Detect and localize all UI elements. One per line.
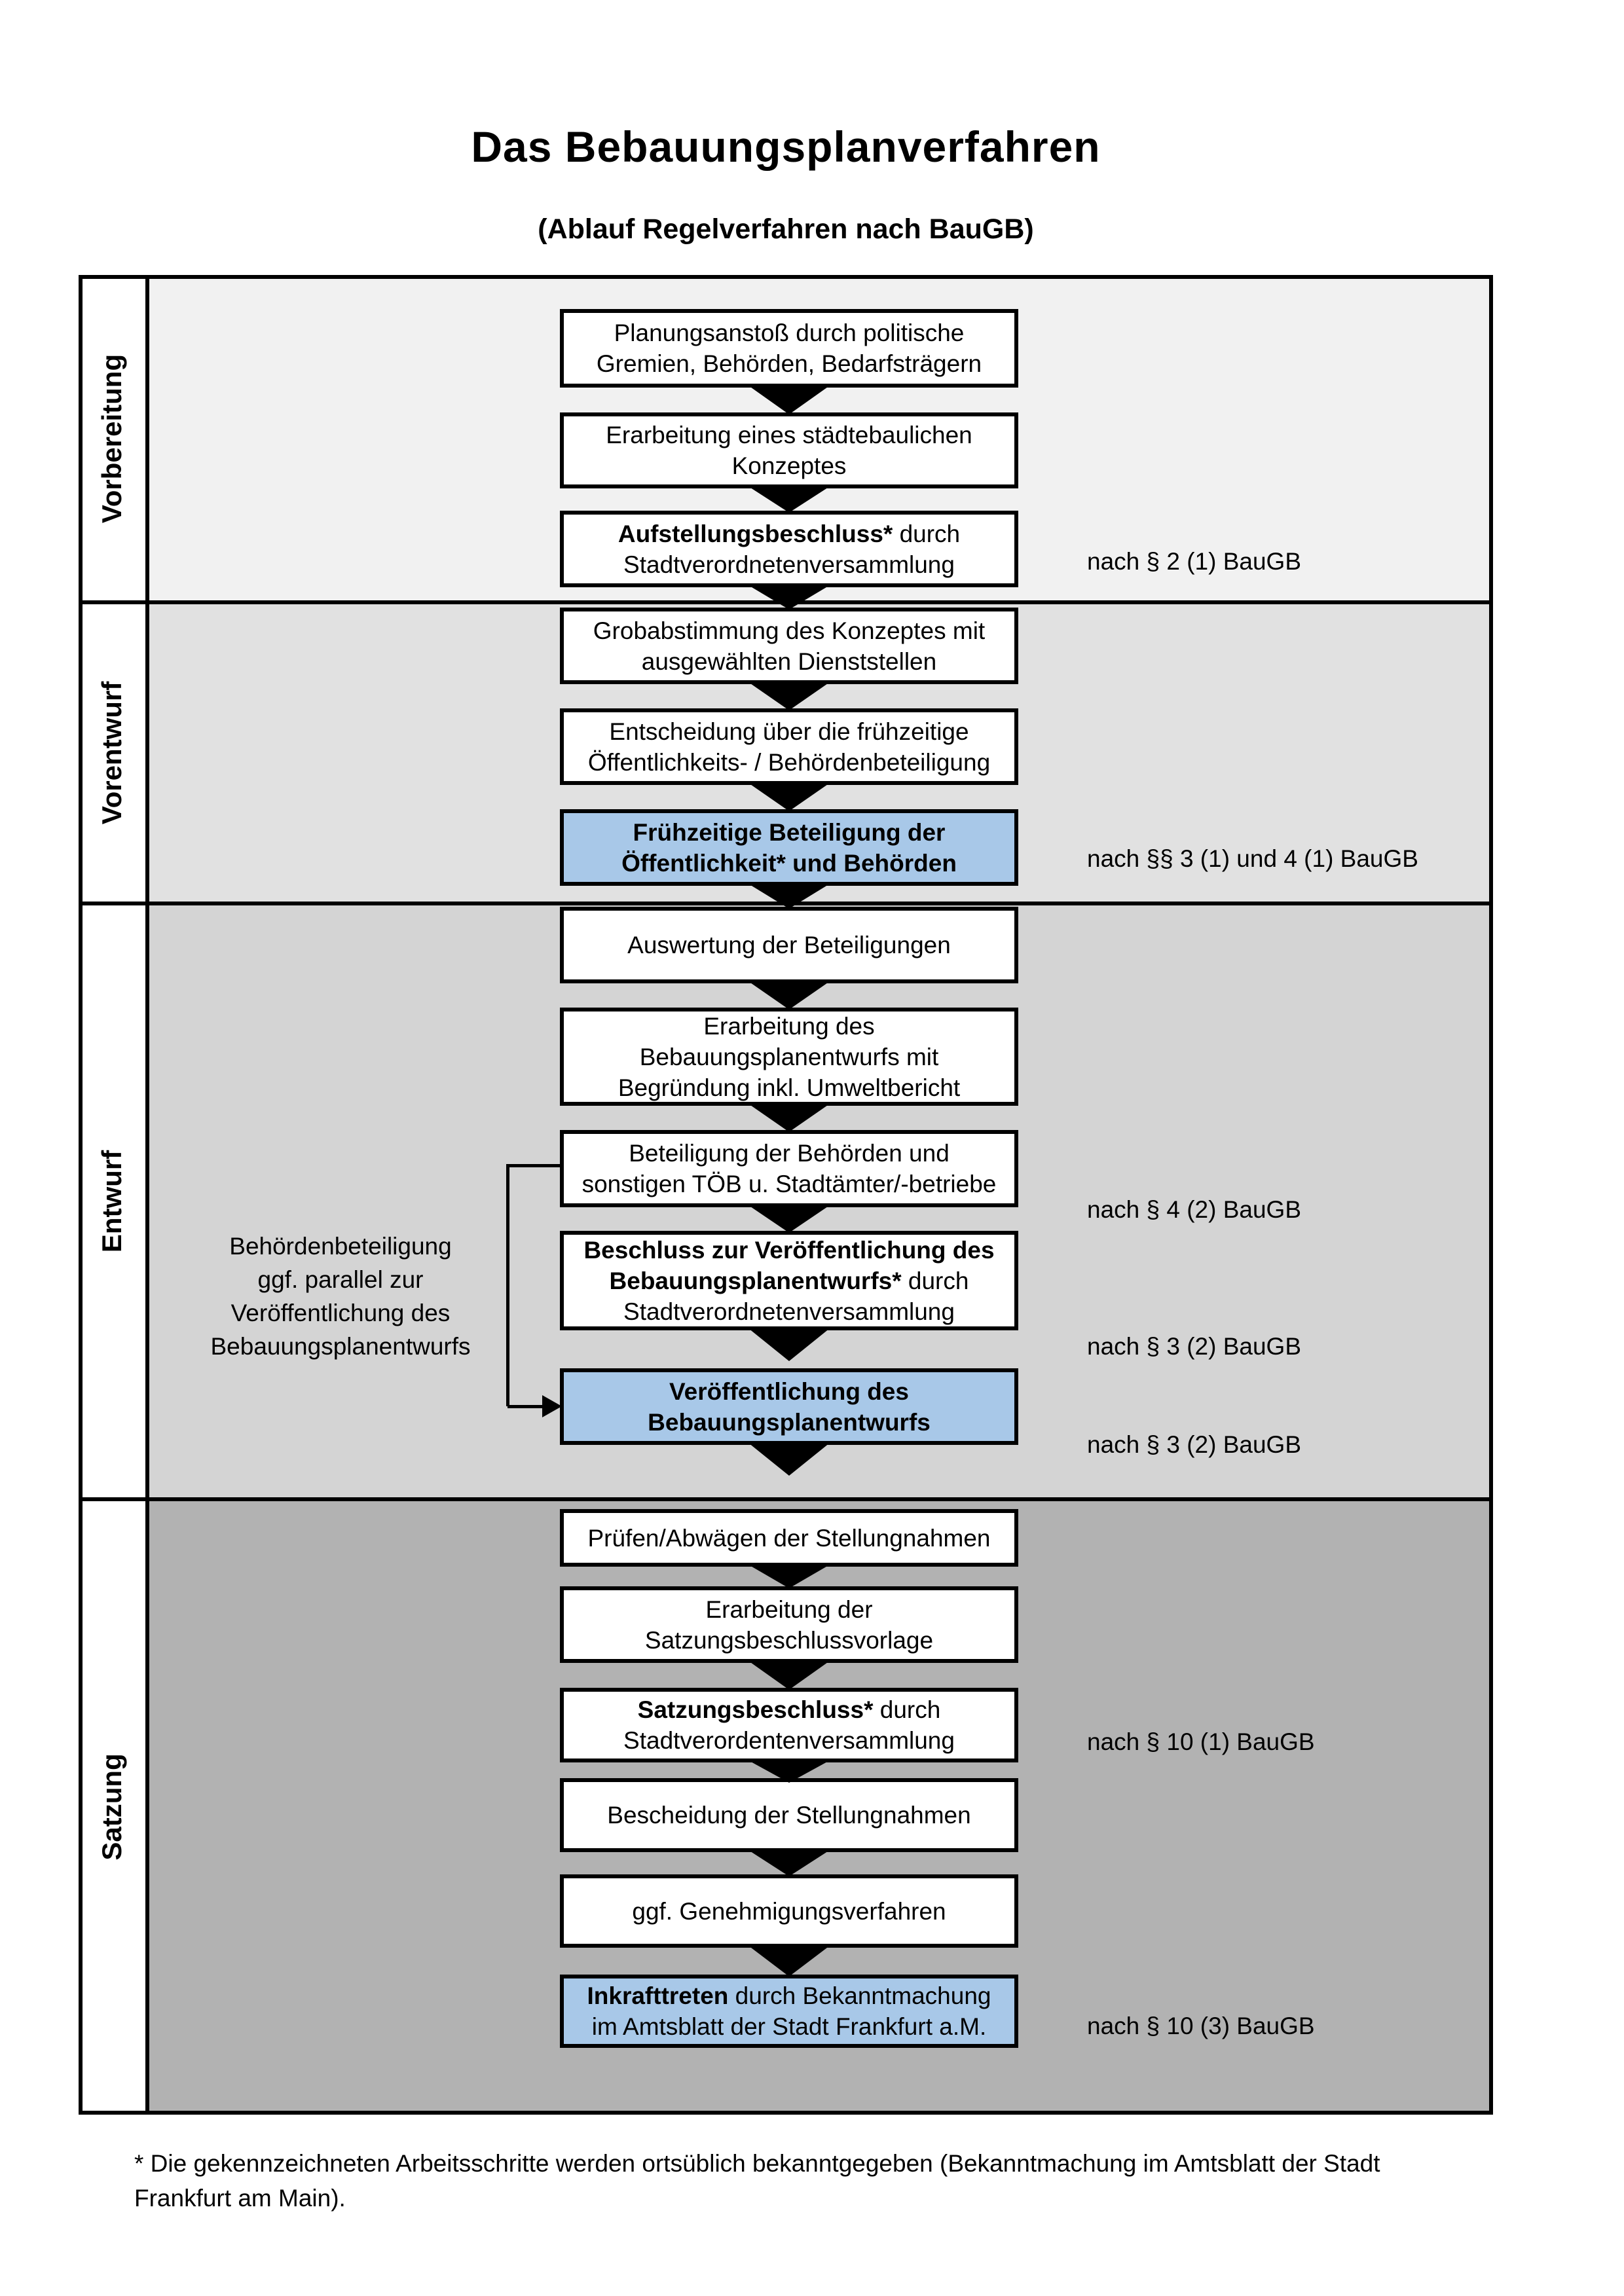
flow-box-line: Veröffentlichung des — [669, 1377, 909, 1405]
flow-box-line: Stadtverordentenversammlung — [623, 1727, 955, 1754]
stage-label-satzung: Satzung — [96, 1753, 127, 1861]
flow-box: Bescheidung der Stellungnahmen — [560, 1778, 1018, 1852]
side-note-line: Behördenbeteiligung — [229, 1233, 452, 1260]
flow-box-line: Bebauungsplanentwurfs* durch — [609, 1267, 969, 1294]
bracket-arrowhead-icon — [542, 1395, 562, 1417]
bracket-line-top — [507, 1164, 560, 1167]
flow-box-line: ausgewählten Dienststellen — [641, 647, 937, 675]
flow-box-line: Öffentlichkeit* und Behörden — [621, 849, 957, 877]
flow-box-line: Konzeptes — [731, 452, 847, 479]
legal-ref: nach § 10 (3) BauGB — [1087, 2013, 1315, 2039]
side-note-line: Bebauungsplanentwurfs — [210, 1333, 471, 1360]
flow-box-line: Auswertung der Beteiligungen — [627, 932, 951, 958]
flow-box-line: ggf. Genehmigungsverfahren — [632, 1897, 946, 1925]
flow-box-line: Aufstellungsbeschluss* durch — [618, 520, 961, 547]
flow-box-line: Gremien, Behörden, Bedarfsträgern — [596, 350, 982, 377]
diagram-frame — [79, 275, 1493, 2115]
flow-box-line: Bebauungsplanentwurfs — [648, 1408, 931, 1436]
flow-box: Grobabstimmung des Konzeptes mit ausgewäh… — [560, 608, 1018, 684]
down-arrow-icon — [748, 1205, 830, 1233]
legal-ref: nach § 3 (2) BauGB — [1087, 1333, 1302, 1360]
down-arrow-icon — [748, 1565, 830, 1588]
legal-ref: nach § 10 (1) BauGB — [1087, 1728, 1315, 1755]
stage-label-vorbereitung: Vorbereitung — [96, 354, 127, 524]
flow-box-line: Inkrafttreten durch Bekanntmachung — [587, 1982, 991, 2009]
down-arrow-icon — [748, 682, 830, 710]
flow-box-line: Bebauungsplanentwurfs mit — [639, 1043, 939, 1070]
page-title: Das Bebauungsplanverfahren — [471, 122, 1101, 171]
flow-box-line: Prüfen/Abwägen der Stellungnahmen — [587, 1524, 991, 1552]
down-arrow-icon — [748, 386, 830, 414]
down-arrow-icon — [748, 1661, 830, 1690]
bracket-line-vertical — [506, 1164, 509, 1406]
flow-box-line: Öffentlichkeits- / Behördenbeteiligung — [587, 748, 991, 776]
down-arrow-icon — [748, 1760, 830, 1783]
footnote-line: Frankfurt am Main). — [134, 2185, 346, 2212]
legal-ref: nach § 3 (2) BauGB — [1087, 1431, 1302, 1458]
flow-box-line: Erarbeitung des — [703, 1012, 875, 1040]
down-arrow-icon — [748, 1443, 830, 1476]
down-arrow-icon — [748, 981, 830, 1010]
flow-box-line: Beschluss zur Veröffentlichung des — [583, 1236, 995, 1264]
down-arrow-icon — [748, 486, 830, 513]
down-arrow-icon — [748, 1946, 830, 1977]
flow-box-line: im Amtsblatt der Stadt Frankfurt a.M. — [591, 2013, 987, 2040]
flow-box-line: Erarbeitung der — [705, 1595, 873, 1623]
stage-label-vorentwurf: Vorentwurf — [96, 681, 127, 825]
flow-box-line: Begründung inkl. Umweltbericht — [618, 1074, 961, 1101]
footnote: * Die gekennzeichneten Arbeitsschritte w… — [134, 2146, 1555, 2215]
stage-label-entwurf: Entwurf — [96, 1150, 127, 1253]
footnote-line: * Die gekennzeichneten Arbeitsschritte w… — [134, 2150, 1380, 2177]
down-arrow-icon — [748, 783, 830, 811]
flow-box: Beteiligung der Behörden und sonstigen TÖ… — [560, 1130, 1018, 1207]
flow-box-line: Entscheidung über die frühzeitige — [609, 718, 969, 745]
legal-ref: nach §§ 3 (1) und 4 (1) BauGB — [1087, 845, 1418, 872]
stage-label-divider — [145, 275, 149, 2115]
flow-box: Inkrafttreten durch Bekanntmachung im Amt… — [560, 1975, 1018, 2048]
stage-boundary-line — [79, 1497, 1493, 1501]
down-arrow-icon — [748, 1328, 830, 1361]
down-arrow-icon — [748, 1104, 830, 1132]
flow-box-line: Stadtverordnetenversammlung — [623, 1298, 955, 1325]
flow-box-line: Satzungsbeschlussvorlage — [644, 1626, 934, 1654]
down-arrow-icon — [748, 585, 830, 610]
legal-ref: nach § 4 (2) BauGB — [1087, 1196, 1302, 1223]
flow-box: Auswertung der Beteiligungen — [560, 907, 1018, 983]
side-note-line: Veröffentlichung des — [231, 1300, 451, 1326]
down-arrow-icon — [748, 1850, 830, 1876]
flow-box-line: Satzungsbeschluss* durch — [637, 1696, 941, 1723]
flow-box-line: Frühzeitige Beteiligung der — [633, 818, 946, 846]
bracket-line-bottom — [507, 1405, 545, 1408]
side-note-line: ggf. parallel zur — [257, 1266, 424, 1293]
flow-box: ggf. Genehmigungsverfahren — [560, 1874, 1018, 1948]
flow-box-line: sonstigen TÖB u. Stadtämter/-betriebe — [581, 1171, 997, 1197]
legal-ref: nach § 2 (1) BauGB — [1087, 548, 1302, 575]
flow-box-line: Grobabstimmung des Konzeptes mit — [593, 617, 986, 644]
down-arrow-icon — [748, 884, 830, 909]
flow-box-line: Beteiligung der Behörden und — [629, 1140, 950, 1167]
flow-box-line: Planungsanstoß durch politische — [614, 319, 965, 346]
flow-box-line: Bescheidung der Stellungnahmen — [607, 1802, 971, 1829]
flow-box: Prüfen/Abwägen der Stellungnahmen — [560, 1509, 1018, 1567]
page-subtitle: (Ablauf Regelverfahren nach BauGB) — [538, 213, 1034, 245]
flow-box-line: Erarbeitung eines städtebaulichen — [606, 422, 972, 448]
flow-box-line: Stadtverordnetenversammlung — [623, 551, 955, 578]
